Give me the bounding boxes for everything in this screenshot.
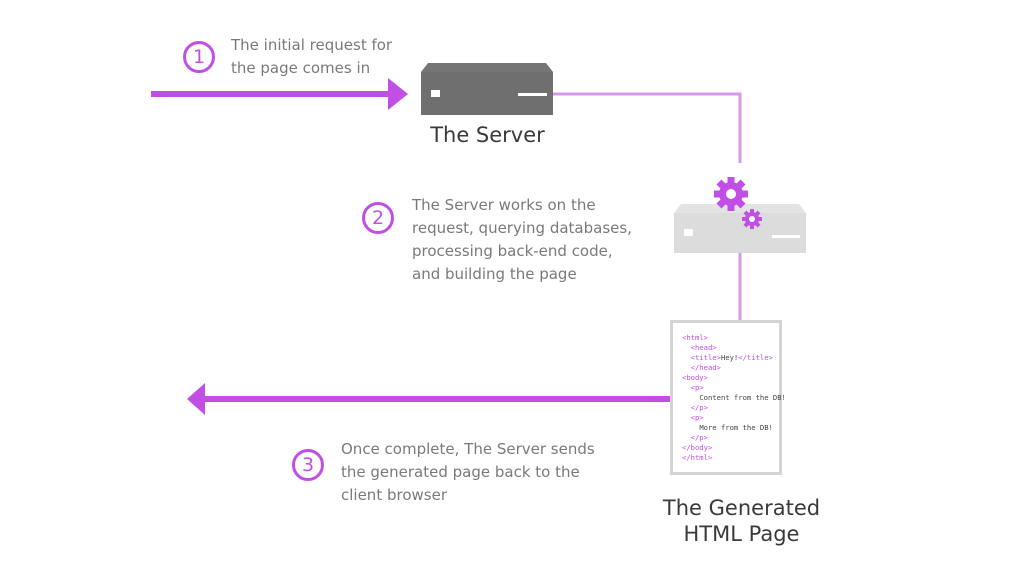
step-2-badge: 2 [362, 202, 394, 234]
code-line: </head> [682, 363, 779, 373]
code-tag: </html> [682, 453, 713, 462]
code-tag: </title> [738, 353, 773, 362]
step-1-text: The initial request for the page comes i… [231, 36, 393, 77]
code-tag: <p> [690, 413, 704, 422]
code-tag: <body> [682, 373, 708, 382]
server-label: The Server [430, 123, 545, 147]
code-line: </p> [682, 433, 779, 443]
generated-page-label: The Generated HTML Page [662, 496, 821, 546]
code-line: Content from the DB! [682, 393, 786, 403]
code-tag: <html> [682, 333, 708, 342]
step-2-text: The Server works on the request, queryin… [412, 196, 632, 283]
code-text: Content from the DB! [699, 393, 786, 402]
small-gear-icon [742, 209, 762, 229]
arrow-right-icon [151, 78, 408, 110]
code-tag: </p> [690, 403, 708, 412]
code-line: <title>Hey!</title> [682, 353, 779, 363]
connector-line [552, 92, 742, 320]
code-line: <p> [682, 383, 779, 393]
step-3-text: Once complete, The Server sends the gene… [341, 440, 595, 504]
code-line: </p> [682, 403, 779, 413]
step-1-badge: 1 [183, 41, 215, 73]
code-tag: </p> [690, 433, 708, 442]
code-text: More from the DB! [699, 423, 773, 432]
code-line: <head> [682, 343, 779, 353]
step-3-badge: 3 [292, 449, 324, 481]
arrow-left-icon [187, 383, 670, 415]
code-tag: </head> [690, 363, 721, 372]
code-line: <body> [682, 373, 779, 383]
processing-server-icon [674, 204, 806, 253]
html-code-panel: <html> <head> <title>Hey!</title> </head… [670, 320, 786, 475]
code-text: Hey! [720, 353, 739, 362]
code-tag: <head> [690, 343, 717, 352]
code-line: </html> [682, 453, 779, 463]
gear-icon [714, 177, 748, 211]
code-tag: </body> [682, 443, 713, 452]
code-line: <p> [682, 413, 779, 423]
code-tag: <title> [690, 353, 721, 362]
code-line: <html> [682, 333, 779, 343]
server-icon [421, 63, 553, 115]
code-line: </body> [682, 443, 779, 453]
code-tag: <p> [690, 383, 704, 392]
code-line: More from the DB! [682, 423, 779, 433]
